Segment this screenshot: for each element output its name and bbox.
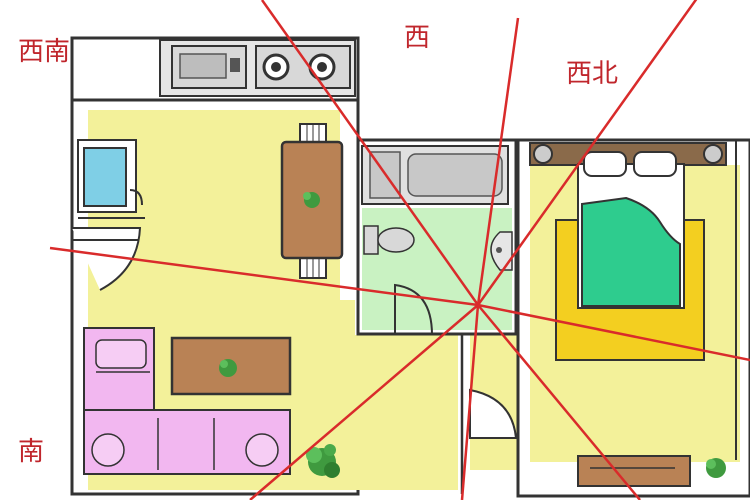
direction-label-south: 南: [18, 437, 45, 467]
kitchen-counter: [70, 36, 360, 102]
direction-label-west: 西: [404, 23, 431, 53]
sink-icon: [490, 231, 513, 271]
direction-line: [477, 303, 750, 362]
plant-icon: [303, 192, 320, 208]
direction-line: [49, 246, 479, 307]
bathtub-icon: [361, 145, 509, 205]
toilet-icon: [363, 225, 415, 255]
plant-icon: [306, 444, 340, 478]
direction-label-southwest: 西南: [18, 37, 71, 67]
direction-line: [260, 0, 480, 306]
direction-line: [477, 304, 641, 500]
sofa-icon: [83, 327, 291, 475]
sink-icon: [77, 139, 145, 219]
dining-table: [280, 123, 344, 279]
direction-line: [476, 0, 698, 306]
direction-line: [476, 17, 520, 306]
door-left: [72, 227, 142, 291]
plant-icon: [706, 458, 726, 478]
door-hall: [460, 335, 518, 494]
desk: [577, 455, 691, 487]
coffee-table: [170, 336, 292, 396]
stove-icon: [255, 45, 351, 89]
bedroom: [516, 138, 750, 498]
bathroom: [356, 138, 518, 336]
plant-icon: [219, 359, 237, 377]
direction-line: [460, 304, 480, 500]
bed-icon: [529, 142, 727, 309]
direction-line: [249, 304, 479, 500]
direction-lines: [49, 0, 750, 500]
direction-label-northwest: 西北: [566, 59, 619, 89]
oven-icon: [171, 45, 247, 89]
